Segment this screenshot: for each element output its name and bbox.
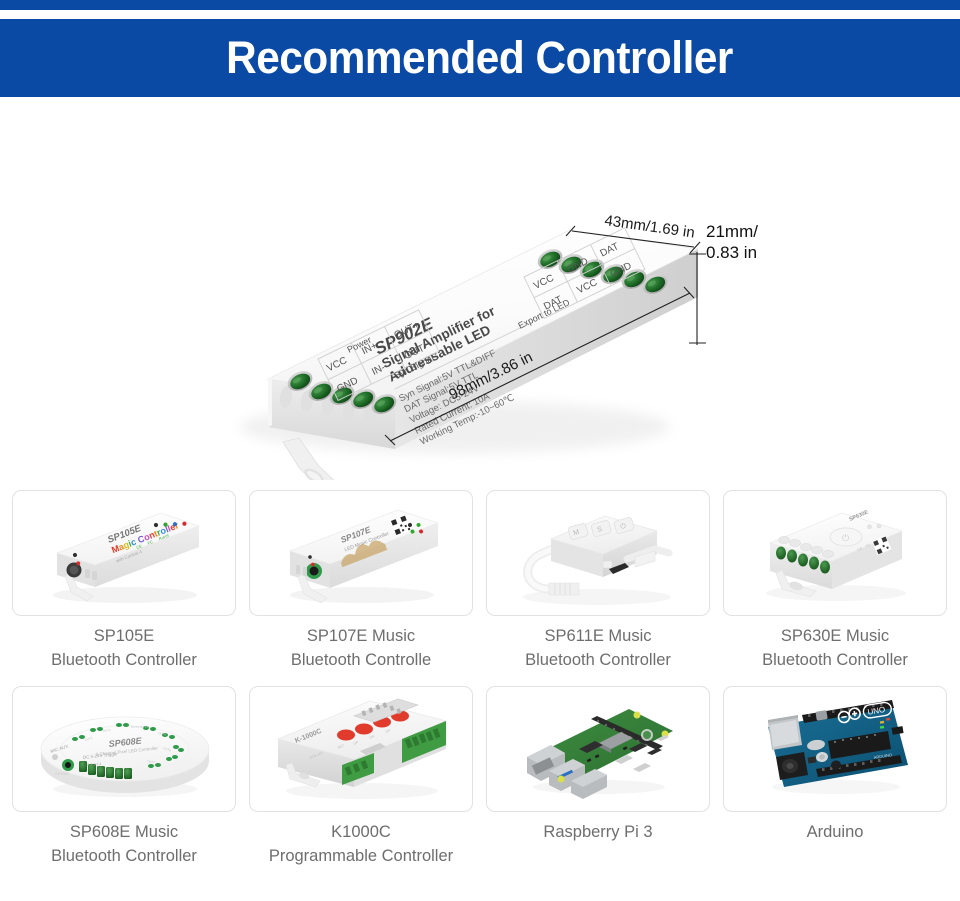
product-caption-sp630e: SP630E Music Bluetooth Controller bbox=[723, 616, 947, 672]
svg-text:OUT1: OUT1 bbox=[84, 736, 93, 742]
product-caption-sp608e: SP608E Music Bluetooth Controller bbox=[12, 812, 236, 868]
svg-text:⏻: ⏻ bbox=[619, 522, 627, 531]
product-card-sp107e[interactable]: SP107E LED Music Controller bbox=[249, 490, 473, 616]
svg-text:MIC AUX: MIC AUX bbox=[50, 743, 69, 753]
svg-text:CE: CE bbox=[857, 546, 864, 552]
product-name-line2: Bluetooth Controller bbox=[525, 651, 671, 669]
product-card-raspberry-pi[interactable] bbox=[486, 686, 710, 812]
sp608e-round-controller-icon: OUT1 OUT2 OUT3 OUT4 OUT5 OUT6 OUT7 SP608… bbox=[40, 716, 210, 797]
svg-text:OUT6: OUT6 bbox=[163, 746, 172, 752]
svg-text:FC: FC bbox=[865, 543, 871, 549]
product-cell-raspberry-pi: Raspberry Pi 3 bbox=[486, 686, 710, 868]
product-name-line1: Raspberry Pi 3 bbox=[543, 823, 653, 841]
svg-text:ARDUINO: ARDUINO bbox=[873, 752, 892, 760]
page-header-banner: Recommended Controller bbox=[0, 19, 960, 97]
product-name-line1: SP107E Music bbox=[306, 627, 416, 645]
input-terminal-screws bbox=[287, 371, 397, 414]
svg-text:G 1 2 3 4: G 1 2 3 4 bbox=[87, 762, 102, 767]
svg-text:SP608E: SP608E bbox=[108, 735, 143, 749]
dimension-height bbox=[689, 252, 706, 345]
product-card-k1000c[interactable]: K-1000C SET UP DN OK DC5-24V bbox=[249, 686, 473, 812]
svg-text:DN: DN bbox=[369, 734, 376, 740]
product-cell-sp105e: SP105E Magic Controller with Control 4 bbox=[12, 490, 236, 672]
page-title: Recommended Controller bbox=[226, 32, 734, 83]
svg-text:DC 5-24V Trigger: DC 5-24V Trigger bbox=[83, 751, 119, 760]
product-cell-k1000c: K-1000C SET UP DN OK DC5-24V K1000C Prog… bbox=[249, 686, 473, 868]
raspberry-pi-board-icon bbox=[527, 709, 673, 799]
product-card-sp105e[interactable]: SP105E Magic Controller with Control 4 bbox=[12, 490, 236, 616]
product-cell-sp107e: SP107E LED Music Controller bbox=[249, 490, 473, 672]
product-name-line2: Bluetooth Controller bbox=[762, 651, 908, 669]
product-name-line1: Arduino bbox=[806, 823, 864, 841]
dimension-width bbox=[565, 225, 701, 254]
product-caption-sp107e: SP107E Music Bluetooth Controlle bbox=[249, 616, 473, 672]
product-cell-sp611e: M S ⏻ SP611E Music Bluetooth Controller bbox=[486, 490, 710, 672]
svg-text:DC5-24V: DC5-24V bbox=[309, 751, 324, 760]
input-terminal-inn: IN- bbox=[370, 362, 387, 378]
sp611e-controller-icon: M S ⏻ bbox=[523, 515, 673, 605]
hero-product-image: SP902E Signal Amplifier for Addressable … bbox=[0, 97, 960, 480]
product-name-line1: SP105E bbox=[93, 627, 155, 645]
product-caption-k1000c: K1000C Programmable Controller bbox=[249, 812, 473, 868]
header-gap bbox=[0, 10, 960, 19]
product-card-arduino[interactable]: UNO ARDUINO bbox=[723, 686, 947, 812]
top-accent-bar bbox=[0, 0, 960, 10]
svg-text:OUT3 OUT4: OUT3 OUT4 bbox=[131, 725, 148, 729]
product-name-line1: K1000C bbox=[331, 823, 391, 841]
svg-text:OUT5: OUT5 bbox=[158, 731, 167, 736]
dimension-height-label-1: 21mm/ bbox=[706, 222, 758, 241]
svg-text:UP: UP bbox=[353, 740, 360, 746]
product-cell-arduino: UNO ARDUINO bbox=[723, 686, 947, 868]
product-cell-sp608e: OUT1 OUT2 OUT3 OUT4 OUT5 OUT6 OUT7 SP608… bbox=[12, 686, 236, 868]
product-name-line2: Bluetooth Controlle bbox=[290, 651, 432, 669]
sp107e-controller-icon: SP107E LED Music Controller bbox=[288, 509, 440, 604]
product-name-line2: Programmable Controller bbox=[268, 847, 454, 865]
product-caption-arduino: Arduino bbox=[723, 812, 947, 844]
arduino-uno-board-icon: UNO ARDUINO bbox=[768, 700, 908, 794]
k1000c-controller-icon: K-1000C SET UP DN OK DC5-24V bbox=[276, 698, 448, 799]
sp105e-controller-icon: SP105E Magic Controller with Control 4 bbox=[53, 512, 201, 603]
product-grid: SP105E Magic Controller with Control 4 bbox=[12, 490, 948, 868]
svg-text:CE: CE bbox=[136, 543, 143, 550]
product-caption-sp611e: SP611E Music Bluetooth Controller bbox=[486, 616, 710, 672]
product-caption-raspberry-pi: Raspberry Pi 3 bbox=[486, 812, 710, 844]
product-name-line1: SP611E Music bbox=[544, 627, 652, 645]
svg-text:RoHS: RoHS bbox=[158, 533, 170, 542]
product-name-line1: SP608E Music bbox=[69, 823, 179, 841]
svg-text:OUT7: OUT7 bbox=[147, 759, 156, 765]
product-name-line2: Bluetooth Controller bbox=[51, 847, 197, 865]
svg-text:OUT2: OUT2 bbox=[103, 728, 112, 733]
svg-text:OK: OK bbox=[385, 728, 392, 734]
svg-text:M: M bbox=[573, 529, 581, 537]
product-card-sp611e[interactable]: M S ⏻ bbox=[486, 490, 710, 616]
svg-text:8 Channel Pixel LED Controller: 8 Channel Pixel LED Controller bbox=[96, 745, 159, 757]
product-card-sp608e[interactable]: OUT1 OUT2 OUT3 OUT4 OUT5 OUT6 OUT7 SP608… bbox=[12, 686, 236, 812]
product-name-line2: Bluetooth Controller bbox=[51, 651, 197, 669]
svg-text:FC: FC bbox=[147, 539, 154, 546]
svg-text:Magic Controller: Magic Controller bbox=[110, 520, 180, 555]
svg-text:SET: SET bbox=[337, 743, 346, 750]
product-caption-sp105e: SP105E Bluetooth Controller bbox=[12, 616, 236, 672]
svg-text:⏻: ⏻ bbox=[842, 533, 849, 543]
dimension-length bbox=[384, 286, 695, 446]
dimension-height-label-2: 0.83 in bbox=[706, 243, 757, 262]
svg-text:SP608E: SP608E bbox=[55, 771, 70, 776]
product-name-line1: SP630E Music bbox=[780, 627, 890, 645]
svg-text:UNO: UNO bbox=[867, 705, 886, 717]
svg-text:S: S bbox=[597, 526, 604, 534]
